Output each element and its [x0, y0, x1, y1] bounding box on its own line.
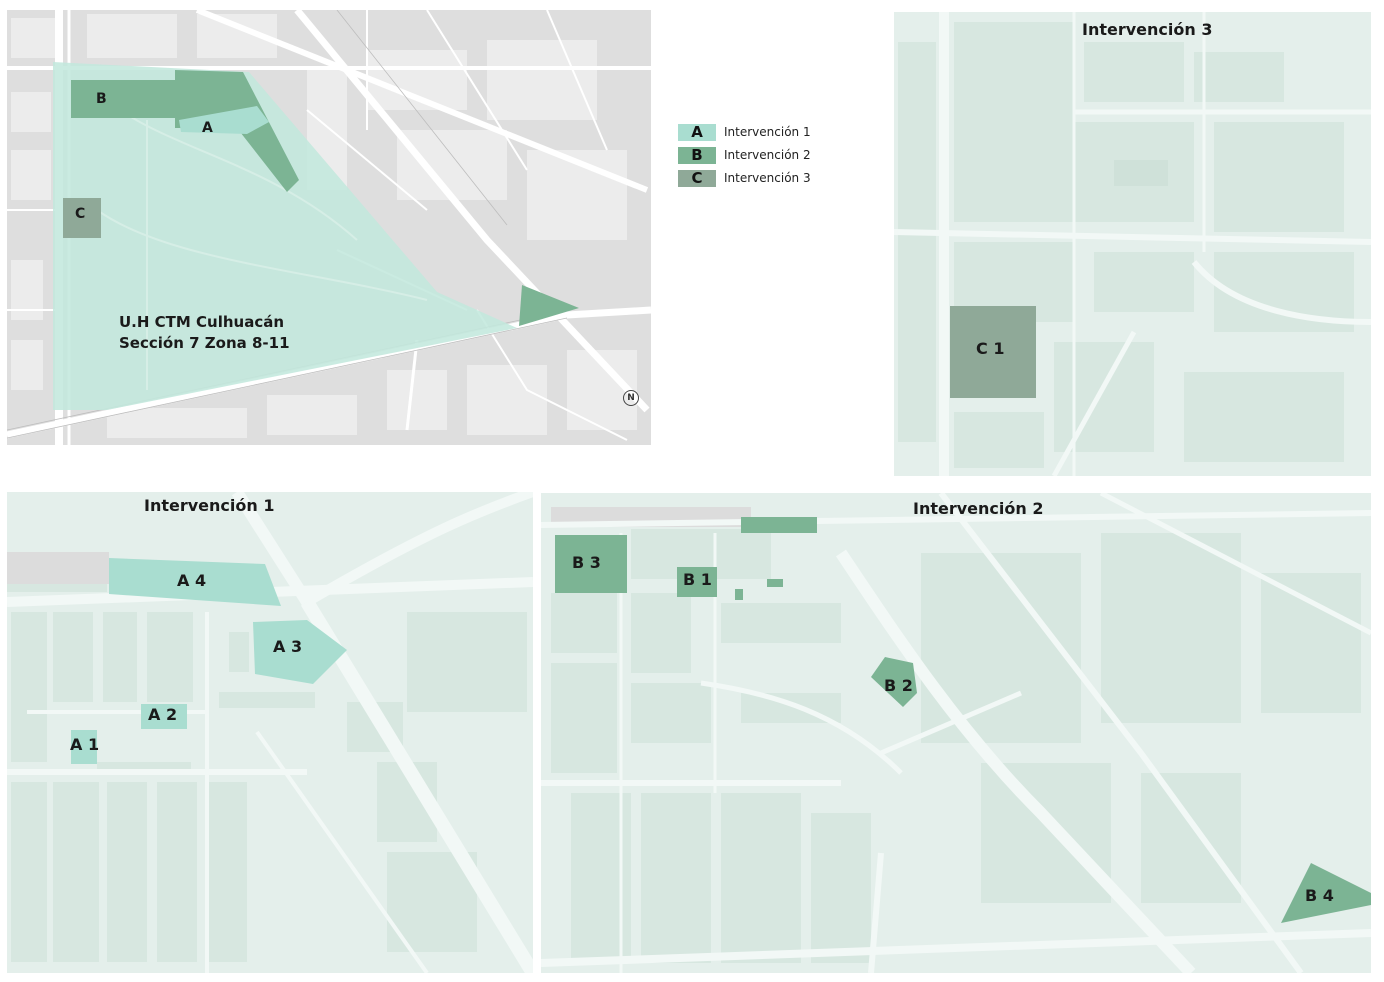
intervencion-2-map[interactable]: Intervención 2 B 3 B 1 B 2 B 4	[541, 493, 1371, 973]
zone-c1-shape	[950, 306, 1036, 398]
zone-b1-label: B 1	[683, 570, 712, 589]
legend-swatch-a: A	[678, 124, 716, 141]
b-strip-shape	[741, 517, 817, 533]
zone-b1-shape	[677, 567, 717, 597]
intervencion-3-map[interactable]: Intervención 3 C 1	[894, 12, 1371, 476]
overview-map-canvas	[7, 10, 651, 445]
zone-c1-label: C 1	[976, 339, 1005, 358]
intervencion-1-map[interactable]: Intervención 1 A 4 A 3 A 2 A 1	[7, 492, 533, 973]
legend-label-intervencion-1: Intervención 1	[724, 125, 811, 139]
legend-label-intervencion-2: Intervención 2	[724, 148, 811, 162]
overview-zone-a-label: A	[202, 120, 213, 136]
zone-b-shape	[71, 80, 177, 118]
zone-a4-shape	[109, 558, 281, 606]
intervencion-1-map-canvas	[7, 492, 533, 973]
zone-a1-label: A 1	[70, 735, 100, 754]
intervencion-2-title: Intervención 2	[913, 499, 1044, 518]
zone-a4-label: A 4	[177, 571, 207, 590]
zone-b3-label: B 3	[572, 553, 601, 572]
intervencion-2-map-canvas	[541, 493, 1371, 973]
zone-b4-shape	[1281, 863, 1371, 923]
north-arrow-icon: N	[623, 390, 639, 406]
zone-a2-label: A 2	[148, 705, 178, 724]
intervencion-3-title: Intervención 3	[1082, 20, 1213, 39]
zone-a3-label: A 3	[273, 637, 303, 656]
zone-b2-label: B 2	[884, 676, 913, 695]
site-name: U.H CTM Culhuacán Sección 7 Zona 8-11	[119, 312, 290, 354]
zone-b3-shape	[555, 535, 627, 593]
zone-a2-shape	[141, 704, 187, 729]
legend-swatch-b: B	[678, 147, 716, 164]
intervencion-1-title: Intervención 1	[144, 496, 275, 515]
legend-label-intervencion-3: Intervención 3	[724, 171, 811, 185]
site-name-line-2: Sección 7 Zona 8-11	[119, 334, 290, 352]
legend-swatch-c: C	[678, 170, 716, 187]
zone-b2-shape	[871, 657, 917, 707]
overview-map[interactable]: B A C U.H CTM Culhuacán Sección 7 Zona 8…	[7, 10, 651, 445]
zone-b4-label: B 4	[1305, 886, 1334, 905]
overview-zone-b-label: B	[96, 91, 107, 107]
intervencion-3-map-canvas	[894, 12, 1371, 476]
zone-a1-shape	[71, 730, 97, 764]
overview-zone-c-label: C	[75, 206, 86, 222]
zone-a3-shape	[253, 620, 347, 684]
site-name-line-1: U.H CTM Culhuacán	[119, 313, 285, 331]
